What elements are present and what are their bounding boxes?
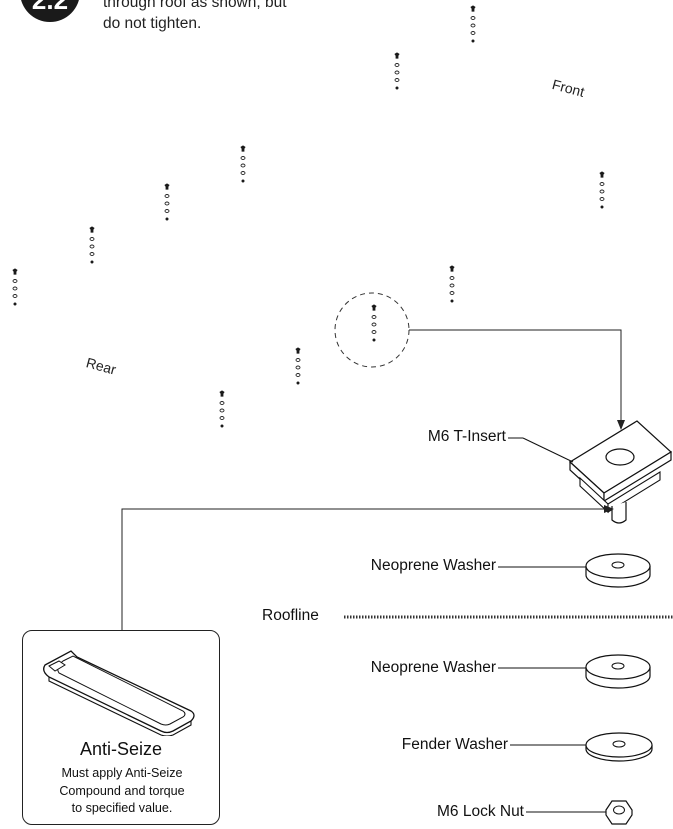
lock-nut-icon xyxy=(605,800,633,825)
bolt-stack-icon xyxy=(11,267,19,306)
instruction-line: do not tighten. xyxy=(103,15,202,32)
bolt-stack-icon xyxy=(448,264,456,303)
anti-seize-callout: Anti-Seize Must apply Anti-Seize Compoun… xyxy=(22,630,220,825)
anti-seize-packet-icon xyxy=(43,650,195,736)
fender-washer-label: Fender Washer xyxy=(401,736,508,753)
instruction-line: through roof as shown, but xyxy=(103,0,287,11)
bolt-stack-icon xyxy=(294,346,302,385)
step-number: 2.2 xyxy=(31,0,69,15)
bolt-stack-icon xyxy=(88,225,96,264)
anti-seize-title: Anti-Seize xyxy=(79,739,163,759)
anti-seize-text: Must apply Anti-Seize Compound and torqu… xyxy=(59,766,185,815)
t-insert-icon xyxy=(569,420,672,524)
bolt-stack-icon xyxy=(598,170,606,209)
step-number-badge: 2.2 xyxy=(20,0,80,22)
washer-icon xyxy=(585,732,653,762)
callout-line xyxy=(409,329,622,426)
roofline-label: Roofline xyxy=(262,607,319,624)
neoprene-washer-bottom-label: Neoprene Washer xyxy=(370,659,496,676)
step-instructions: through roof as shown, but do not tighte… xyxy=(103,0,363,34)
t-insert-label: M6 T-Insert xyxy=(427,428,506,445)
bolt-stack-icon xyxy=(163,182,171,221)
neoprene-washer-top-label: Neoprene Washer xyxy=(370,557,496,574)
bolt-stack-icon xyxy=(239,144,247,183)
highlight-circle xyxy=(334,292,410,368)
washer-icon xyxy=(585,654,651,689)
bolt-stack-icon xyxy=(218,389,226,428)
bolt-stack-icon xyxy=(370,303,378,342)
lock-nut-label: M6 Lock Nut xyxy=(436,803,524,820)
bolt-stack-icon xyxy=(469,4,477,43)
washer-icon xyxy=(585,553,651,588)
anti-seize-callout-line xyxy=(121,508,610,630)
bolt-stack-icon xyxy=(393,51,401,90)
